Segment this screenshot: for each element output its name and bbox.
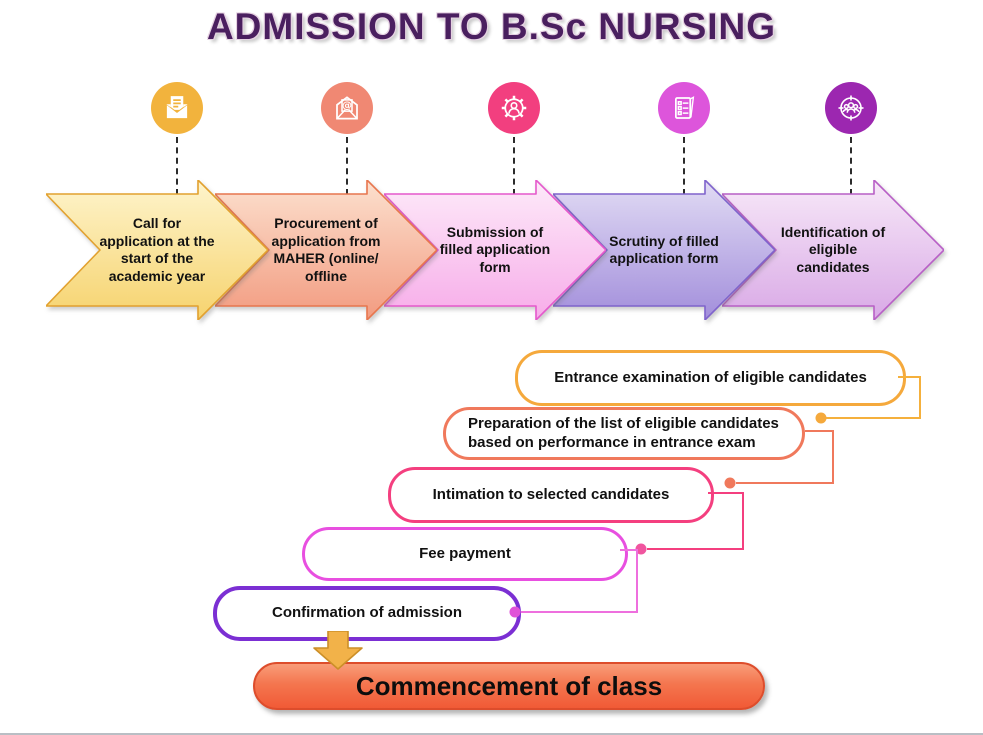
step-label: Fee payment bbox=[419, 544, 511, 562]
step-entrance-exam: Entrance examination of eligible candida… bbox=[515, 350, 906, 406]
mail-at-icon: @ bbox=[321, 82, 373, 134]
person-gear-icon bbox=[488, 82, 540, 134]
page-bottom-divider bbox=[0, 733, 983, 735]
dashed-connector bbox=[513, 137, 515, 195]
arrow-identification: Identification of eligible candidates bbox=[722, 180, 944, 320]
svg-text:@: @ bbox=[342, 101, 352, 112]
step-confirmation: Confirmation of admission bbox=[213, 586, 521, 641]
step-label: Intimation to selected candidates bbox=[432, 485, 670, 503]
step-fee-payment: Fee payment bbox=[302, 527, 628, 581]
banner-label: Commencement of class bbox=[355, 670, 663, 701]
dashed-connector bbox=[850, 137, 852, 195]
arrow-label: Call for application at the start of the… bbox=[99, 215, 215, 284]
arrow-label: Identification of eligible candidates bbox=[780, 223, 886, 275]
arrow-procurement: Procurement of application from MAHER (o… bbox=[215, 180, 437, 320]
step-label: Confirmation of admission bbox=[271, 604, 462, 622]
arrow-scrutiny: Scrutiny of filled application form bbox=[553, 180, 775, 320]
step-intimation: Intimation to selected candidates bbox=[388, 467, 714, 523]
step-label: Entrance examination of eligible candida… bbox=[554, 368, 867, 386]
arrow-submission: Submission of filled application form bbox=[384, 180, 606, 320]
commencement-banner: Commencement of class bbox=[253, 662, 765, 710]
people-target-icon bbox=[825, 82, 877, 134]
dashed-connector bbox=[683, 137, 685, 195]
page-title: ADMISSION TO B.Sc NURSING bbox=[206, 6, 777, 47]
arrow-call-for-application: Call for application at the start of the… bbox=[46, 180, 268, 320]
step-label: Preparation of the list of eligible cand… bbox=[468, 414, 779, 451]
arrow-label: Scrutiny of filled application form bbox=[609, 232, 719, 267]
arrow-label: Procurement of application from MAHER (o… bbox=[271, 215, 381, 284]
dashed-connector bbox=[346, 137, 348, 195]
checklist-icon bbox=[658, 82, 710, 134]
arrow-label: Submission of filled application form bbox=[439, 223, 551, 275]
step-preparation-list: Preparation of the list of eligible cand… bbox=[443, 407, 805, 460]
mail-document-icon bbox=[151, 82, 203, 134]
dashed-connector bbox=[176, 137, 178, 195]
down-arrow-icon bbox=[313, 631, 363, 670]
